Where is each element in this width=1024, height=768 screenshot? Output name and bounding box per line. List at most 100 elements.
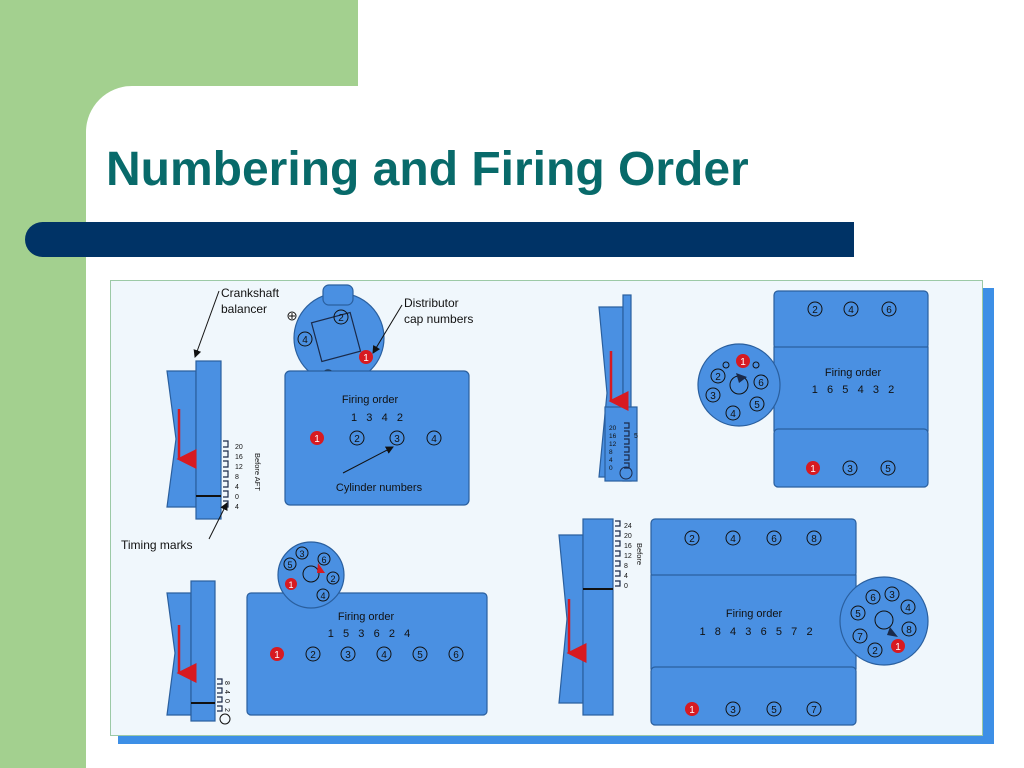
- v4-cap-number: 4: [302, 335, 308, 346]
- v8-cap-number: 2: [872, 646, 878, 657]
- v6-scale-value: 20: [609, 425, 617, 432]
- v8-cylinder-number: 2: [689, 534, 695, 545]
- i6-crank-pulley: [166, 580, 216, 722]
- v4-scale-value: 12: [235, 464, 243, 471]
- distributor-cap-label-line2: cap numbers: [404, 312, 473, 326]
- v6-scale-value: 4: [609, 457, 613, 464]
- v8-cylinder-number-one: 1: [689, 705, 695, 716]
- i6-cap-number: 2: [330, 574, 335, 584]
- v8-cap-number: 6: [870, 593, 876, 604]
- i6-cylinder-number-one: 1: [274, 650, 280, 661]
- v6-scale-value: 12: [609, 441, 617, 448]
- v8-scale-value: 8: [624, 563, 628, 570]
- v4-cap-number-one: 1: [363, 353, 369, 364]
- timing-marks-arrow: [208, 502, 228, 540]
- v8-cylinder-number: 3: [730, 705, 736, 716]
- v4-scale-value: 20: [235, 444, 243, 451]
- v6-cylinder-number: 2: [812, 305, 818, 316]
- v4-firing-order-label: Firing order: [342, 394, 399, 406]
- v8-crank-pulley: [558, 518, 614, 716]
- i6-cylinder-number: 2: [310, 650, 316, 661]
- title-underline-bar: [25, 222, 854, 257]
- v4-firing-order: 1 3 4 2: [351, 412, 403, 424]
- i6-cap-number: 3: [299, 549, 304, 559]
- v8-cylinder-number: 7: [811, 705, 817, 716]
- v8-scale-value: 20: [624, 533, 632, 540]
- v8-cap-number: 8: [906, 625, 912, 636]
- v6-scale-value: 8: [609, 449, 613, 456]
- v4-scale-value: 16: [235, 454, 243, 461]
- v6-cylinder-number: 5: [885, 464, 891, 475]
- i6-scale-value: 8: [223, 681, 230, 685]
- v8-scale-value: 4: [624, 573, 628, 580]
- i6-scale-value: 0: [223, 699, 230, 703]
- v4-scale-value: 0: [235, 494, 239, 501]
- i6-scale-value: 4: [223, 690, 230, 694]
- v4-cylinder-number: 2: [354, 434, 360, 445]
- v4-timing-scale: 20 16 12 8 4 0 4 Before AFT: [223, 440, 262, 511]
- slide-title: Numbering and Firing Order: [106, 143, 749, 196]
- v4-scale-value: 8: [235, 474, 239, 481]
- v4-engine-block: Firing order 1 3 4 2 1 2 3 4 Cylinder nu…: [284, 370, 470, 506]
- crankshaft-balancer-label-line2: balancer: [221, 302, 267, 316]
- v8-cap-number: 4: [905, 603, 911, 614]
- i6-timing-scale: 8 4 0 2: [217, 678, 231, 725]
- v6-scale-extra: 5: [634, 433, 638, 440]
- i6-cylinder-number: 3: [345, 650, 351, 661]
- v8-scale-label: Before: [635, 543, 644, 565]
- v8-cylinder-number: 4: [730, 534, 736, 545]
- v6-cylinder-number: 3: [847, 464, 853, 475]
- i6-cap-number: 5: [287, 560, 292, 570]
- i6-cap-number-one: 1: [288, 580, 293, 590]
- v4-crank-pulley: [166, 360, 222, 520]
- v4-cylinder-number: 3: [394, 434, 400, 445]
- cylinder-numbers-arrow: [342, 446, 394, 474]
- i6-engine-block: Firing order 1 5 3 6 2 4 1 2 3 4 5 6: [246, 592, 488, 716]
- v6-firing-order-label: Firing order: [825, 367, 882, 379]
- v6-engine-block: 2 4 6 Firing order 1 6 5 4 3 2 1 3 5: [773, 290, 929, 488]
- cylinder-numbers-label: Cylinder numbers: [336, 482, 423, 494]
- firing-order-diagram: 20 16 12 8 4 0 4 Before AFT Crankshaft b…: [121, 284, 929, 726]
- v4-cap-number: 2: [338, 313, 344, 324]
- v4-scale-label: Before AFT: [253, 453, 262, 491]
- v8-engine-block: 2 4 6 8 Firing order 1 8 4 3 6 5 7 2 1 3…: [650, 518, 857, 726]
- i6-firing-order-label: Firing order: [338, 611, 395, 623]
- v6-scale-value: 16: [609, 433, 617, 440]
- i6-cylinder-number: 5: [417, 650, 423, 661]
- i6-diagram: 8 4 0 2 Firing order 1 5 3 6 2 4 1 2 3 4…: [166, 541, 488, 725]
- v4-diagram: 20 16 12 8 4 0 4 Before AFT Crankshaft b…: [121, 284, 473, 552]
- v8-cylinder-number: 6: [771, 534, 777, 545]
- v8-cap-number: 3: [889, 590, 895, 601]
- v8-timing-scale: 24 20 16 12 8 4 0 Before: [615, 520, 644, 590]
- v8-scale-value: 0: [624, 583, 628, 590]
- v6-timing-scale: 20 16 12 8 4 0 5: [609, 422, 638, 472]
- v6-cap-number: 5: [754, 400, 760, 411]
- v6-cylinder-number: 6: [886, 305, 892, 316]
- v8-scale-value: 24: [624, 523, 632, 530]
- i6-cap-number: 6: [321, 555, 326, 565]
- v8-diagram: 24 20 16 12 8 4 0 Before 2 4 6 8 Firing …: [558, 518, 929, 726]
- crankshaft-balancer-arrow: [193, 290, 220, 358]
- v6-diagram: 20 16 12 8 4 0 5 2 4 6 Firing order 1 6 …: [598, 290, 929, 488]
- v6-cap-number: 6: [758, 378, 764, 389]
- i6-cap-number: 4: [320, 591, 325, 601]
- v8-distributor: 6 3 5 4 7 8 2 1: [839, 576, 929, 666]
- v8-cap-number-one: 1: [895, 642, 901, 653]
- v8-cap-number: 7: [857, 632, 863, 643]
- i6-cylinder-number: 6: [453, 650, 459, 661]
- distributor-cap-arrow: [372, 304, 403, 354]
- firing-order-figure: 20 16 12 8 4 0 4 Before AFT Crankshaft b…: [110, 280, 983, 736]
- v6-cap-number: 4: [730, 409, 736, 420]
- v6-cylinder-number: 4: [848, 305, 854, 316]
- i6-firing-order: 1 5 3 6 2 4: [328, 628, 411, 640]
- v8-cap-number: 5: [855, 609, 861, 620]
- i6-distributor: 3 6 5 2 1 4: [277, 541, 345, 609]
- v4-cylinder-number: 4: [431, 434, 437, 445]
- timing-marks-label: Timing marks: [121, 538, 193, 552]
- v6-firing-order: 1 6 5 4 3 2: [812, 384, 895, 396]
- v6-cap-number: 2: [715, 372, 721, 383]
- v8-cylinder-number: 5: [771, 705, 777, 716]
- v6-cap-number: 3: [710, 391, 716, 402]
- v6-crank-pulley: [598, 294, 638, 482]
- v8-firing-order-label: Firing order: [726, 608, 783, 620]
